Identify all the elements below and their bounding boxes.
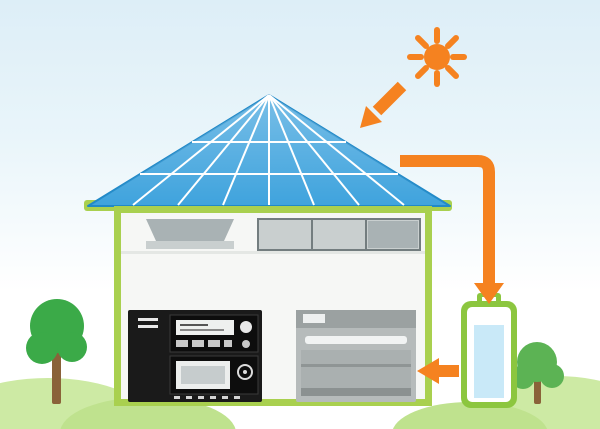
arrow-sun-to-roof-shaft [372,81,407,116]
base-slit [222,396,228,399]
bush-trunk [534,378,541,404]
sun-core [424,44,450,70]
base-slit [198,396,204,399]
tree-canopy [26,299,87,364]
control-knob [240,321,252,333]
panel-button [176,340,188,347]
house-body [114,206,432,406]
window-pane-dark [368,221,418,248]
sun-ray [415,65,429,79]
oven-window-inner [181,366,225,384]
dishwasher-door [301,350,411,395]
base-slit [174,396,180,399]
dishwasher-display [303,314,325,323]
sun-rays [407,27,467,87]
base-slit [210,396,216,399]
canopy-circle [540,364,564,388]
door-groove [301,364,411,367]
window-separators [311,219,367,250]
bush-canopy [511,342,564,389]
dishwasher [296,310,416,402]
display-screen [176,320,234,335]
arrow-roof-to-battery-shaft [400,155,495,284]
display-line [180,329,224,331]
canopy-circle [26,332,58,364]
grass-mound [392,402,548,429]
canopy-circle [57,332,87,362]
panel-button [192,340,204,347]
storage-battery [461,293,517,408]
battery-cell [474,325,504,398]
arrow-sun-to-roof-head [360,106,382,128]
tree-trunk [52,350,61,404]
dishwasher-handle [305,336,407,344]
panel-button [208,340,220,347]
panel-knob-small [242,340,250,348]
oven-dial-dot [243,370,247,374]
upper-floor [146,218,421,251]
panel-button [224,340,232,347]
base-slit [186,396,192,399]
base-slit [234,396,240,399]
dishwasher-control-strip [296,310,416,328]
range-hood [146,219,234,241]
roof-highlight [88,95,450,206]
sun-ray [445,65,459,79]
sun-ray [415,35,429,49]
right-bush [511,342,564,404]
floor-divider [121,251,425,254]
kitchen-oven-stack [128,310,262,402]
arrow-battery-to-house-head [417,358,439,384]
energy-arrows [360,81,504,384]
left-tree [26,299,87,404]
arrow-roof-to-battery-head [474,283,504,304]
range-hood-bar [146,241,234,249]
sun-icon [407,27,467,87]
kick-plate [301,388,411,396]
display-line [180,324,208,326]
sun-ray [445,35,459,49]
oven-dial [237,364,253,380]
vent-slit [138,318,158,321]
vent-slit [138,325,158,328]
solar-panel-roof [87,94,451,207]
